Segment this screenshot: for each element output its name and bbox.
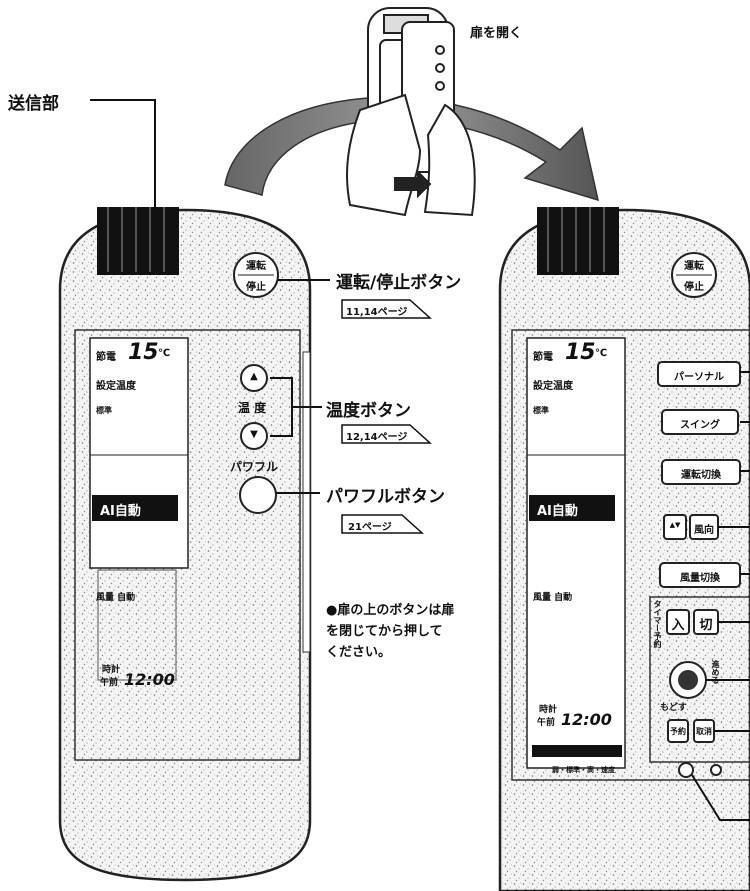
open-lcd-am: 午前 — [537, 718, 556, 728]
lcd-panel — [89, 337, 189, 569]
open-run-top: 運転 — [684, 261, 704, 272]
updown-icon[interactable]: ▲▼ — [669, 521, 681, 529]
closed-lcd-am: 午前 — [100, 678, 119, 688]
fan-scale-label: 弱・標準・高・速度 — [552, 766, 615, 774]
mode-switch-button[interactable]: 運転切換 — [681, 470, 721, 481]
transmitter-label: 送信部 — [8, 94, 59, 114]
open-lcd-unit: ℃ — [595, 348, 608, 359]
closed-lcd-clock: 時計 — [102, 665, 121, 675]
temp-down-icon[interactable]: ▼ — [250, 429, 258, 440]
closed-lcd-std: 標準 — [96, 406, 112, 415]
powerful-page-ref: 21ページ — [348, 522, 392, 533]
open-lcd-ai: AI自動 — [537, 504, 578, 519]
powerful-button-shape — [239, 476, 277, 514]
timer-on-button[interactable]: 入 — [671, 618, 685, 633]
wind-dir-button[interactable]: 風向 — [694, 525, 714, 536]
closed-powerful-label: パワフル — [230, 460, 279, 474]
closed-lcd-set-temp: 設定温度 — [96, 381, 136, 392]
remote-open — [498, 207, 750, 891]
remote-closed — [58, 207, 312, 882]
open-door-label: 扉を開く — [470, 26, 523, 41]
temp-button-label: 温度ボタン — [326, 401, 411, 421]
powerful-button-label: パワフルボタン — [326, 487, 445, 507]
open-lcd-clock: 時計 — [539, 705, 558, 715]
note-text: ●扉の上のボタンは扉 を閉じてから押して ください。 — [326, 603, 455, 660]
cancel-button[interactable]: 取消 — [696, 727, 712, 736]
closed-lcd-ai: AI自動 — [100, 504, 141, 519]
dial-back-label: もどす — [660, 703, 687, 713]
personal-button[interactable]: パーソナル — [674, 372, 724, 383]
open-lcd-time: 12:00 — [561, 710, 612, 729]
temp-page-ref: 12,14ページ — [346, 432, 408, 443]
closed-temp-label: 温 度 — [238, 401, 267, 415]
closed-lcd-fan: 風量 自動 — [96, 593, 136, 603]
open-lcd-fan: 風量 自動 — [533, 593, 573, 603]
swing-button[interactable]: スイング — [680, 420, 720, 431]
transmitter-window — [97, 207, 179, 275]
dial-forward-label: 進める — [711, 660, 720, 684]
open-lcd-std: 標準 — [533, 406, 549, 415]
open-lcd-temp: 15 — [565, 340, 596, 365]
reserve-button[interactable]: 予約 — [670, 727, 686, 736]
timer-label: タイマー予約 — [653, 600, 662, 648]
open-lcd-mode: 節電 — [533, 352, 553, 363]
fan-switch-button[interactable]: 風量切換 — [680, 573, 720, 584]
hand-illustration — [346, 7, 476, 217]
open-lcd-set-temp: 設定温度 — [533, 381, 573, 392]
closed-lcd-unit: ℃ — [158, 348, 171, 359]
open-arrow — [224, 96, 600, 202]
run-stop-button-label: 運転/停止ボタン — [336, 273, 462, 293]
page-ref-tabs — [341, 299, 432, 534]
callout-lines — [90, 99, 750, 821]
closed-lcd-time: 12:00 — [124, 670, 175, 689]
timer-off-button[interactable]: 切 — [699, 618, 713, 633]
closed-lcd-temp: 15 — [128, 340, 159, 365]
temp-up-icon[interactable]: ▲ — [250, 371, 258, 382]
closed-run-top: 運転 — [246, 261, 266, 272]
closed-lcd-mode: 節電 — [96, 352, 116, 363]
run-stop-page-ref: 11,14ページ — [346, 307, 408, 318]
open-run-bottom: 停止 — [684, 282, 704, 293]
closed-run-bottom: 停止 — [246, 282, 266, 293]
